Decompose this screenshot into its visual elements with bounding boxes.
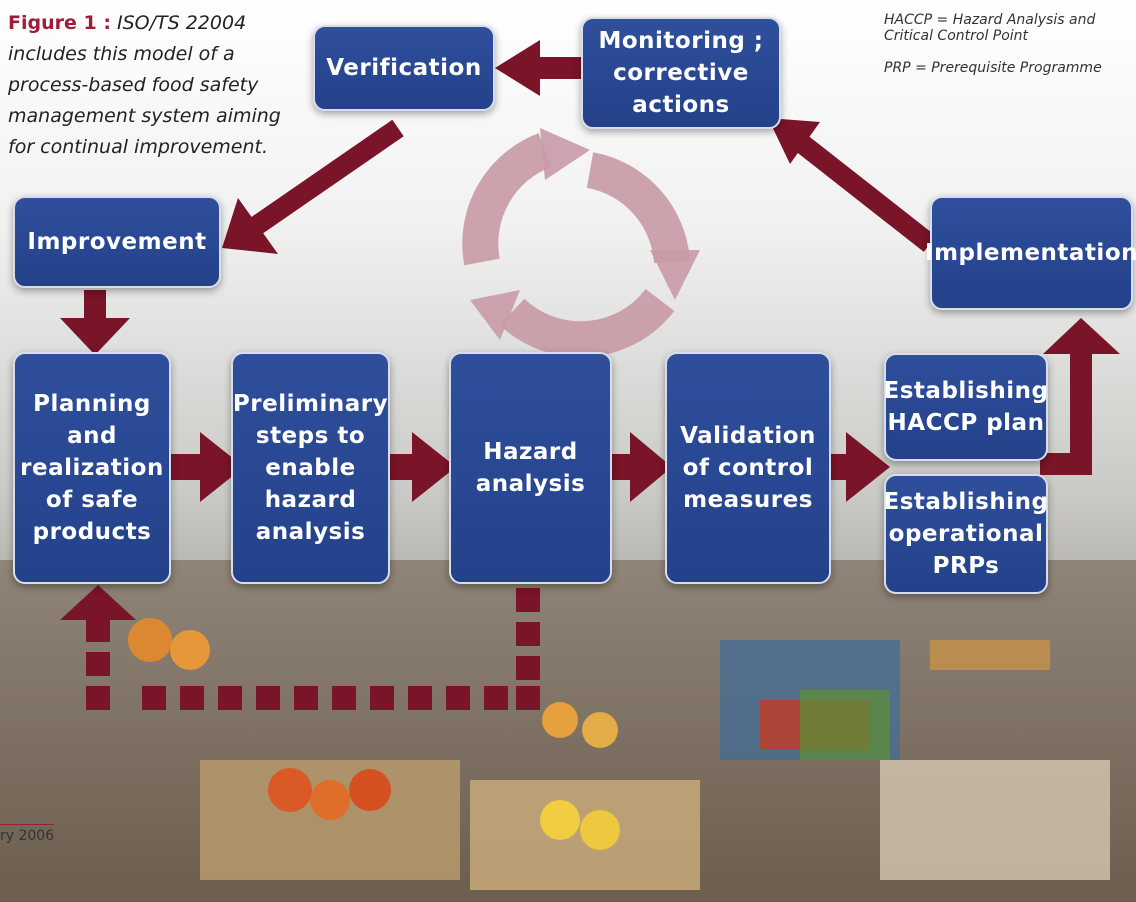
legend-prp: PRP = Prerequisite Programme <box>884 60 1102 76</box>
feedback-dashed-arrow <box>60 585 540 710</box>
haccp-plan-box: Establishing HACCP plan <box>884 353 1048 461</box>
implementation-label: Implementation <box>925 240 1136 266</box>
footer-date: ry 2006 <box>0 828 55 844</box>
validation-box: Validation of control measures <box>665 352 831 584</box>
figure-caption: Figure 1 : ISO/TS 22004 includes this mo… <box>8 8 298 163</box>
footer-rule <box>0 824 54 825</box>
planning-box: Planning and realization of safe product… <box>13 352 171 584</box>
planning-label: Planning and realization of safe product… <box>20 391 164 545</box>
continual-improvement-cycle <box>462 133 690 358</box>
page-footer: ry 2006 <box>0 824 55 844</box>
operational-prps-box: Establishing operational PRPs <box>884 474 1048 594</box>
verification-label: Verification <box>326 55 482 81</box>
implementation-box: Implementation <box>925 196 1136 310</box>
verification-box: Verification <box>313 25 495 111</box>
improvement-box: Improvement <box>13 196 221 288</box>
figure-caption-text: ISO/TS 22004 includes this model of a pr… <box>8 12 281 158</box>
figure-label: Figure 1 : <box>8 12 111 34</box>
preliminary-steps-label: Preliminary steps to enable hazard analy… <box>232 391 389 545</box>
solid-flow-arrows <box>60 40 1120 502</box>
validation-label: Validation of control measures <box>680 423 816 513</box>
legend-haccp: HACCP = Hazard Analysis and Critical Con… <box>884 12 1096 44</box>
improvement-label: Improvement <box>27 229 207 255</box>
hazard-analysis-box: Hazard analysis <box>449 352 612 584</box>
hazard-analysis-label: Hazard analysis <box>475 439 586 497</box>
operational-prps-label: Establishing operational PRPs <box>883 489 1049 579</box>
haccp-plan-label: Establishing HACCP plan <box>883 378 1049 436</box>
preliminary-steps-box: Preliminary steps to enable hazard analy… <box>231 352 390 584</box>
abbreviation-legend: HACCP = Hazard Analysis and Critical Con… <box>884 12 1124 92</box>
monitoring-box: Monitoring ; corrective actions <box>581 17 781 129</box>
monitoring-label: Monitoring ; corrective actions <box>598 28 764 118</box>
